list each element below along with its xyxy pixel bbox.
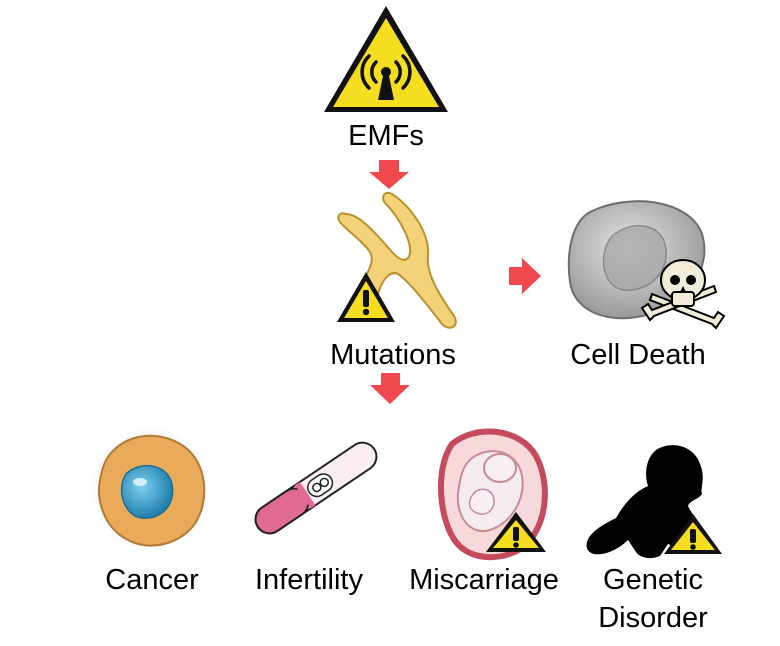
- cancer-cell-icon: [89, 425, 213, 553]
- mutation-warning-icon: [337, 272, 395, 322]
- arrow-mutations-to-cell-death: [509, 258, 541, 294]
- label-mutations: Mutations: [330, 339, 456, 371]
- label-miscarriage: Miscarriage: [409, 564, 559, 596]
- label-cancer: Cancer: [105, 564, 199, 596]
- genetic-disorder-warning-icon: [664, 514, 722, 554]
- arrow-mutations-to-outcomes: [370, 373, 410, 404]
- radio-waves-warning-icon: [324, 6, 448, 112]
- label-genetic-disorder-line2: Disorder: [598, 602, 708, 634]
- label-emfs: EMFs: [348, 120, 424, 152]
- pregnancy-test-icon: [254, 441, 378, 535]
- miscarriage-warning-icon: [486, 512, 546, 552]
- label-genetic-disorder-line1: Genetic: [603, 564, 703, 596]
- crawling-baby-icon: [586, 445, 703, 559]
- label-cell-death: Cell Death: [570, 339, 706, 371]
- label-infertility: Infertility: [255, 564, 363, 596]
- skull-crossbones-icon: [640, 259, 726, 330]
- arrow-emfs-to-mutations: [369, 160, 409, 189]
